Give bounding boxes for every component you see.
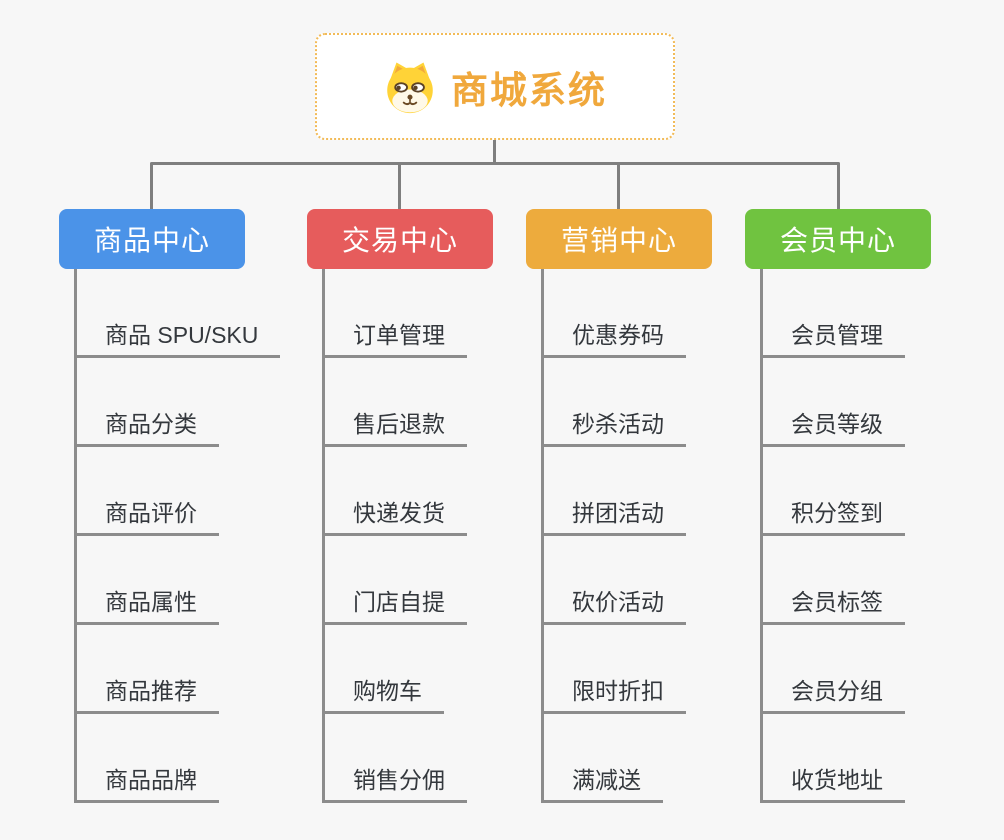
- child-node-member-group[interactable]: 会员分组: [760, 670, 905, 714]
- child-node-limited-time-discount[interactable]: 限时折扣: [541, 670, 686, 714]
- child-node-product-attribute[interactable]: 商品属性: [74, 581, 219, 625]
- child-node-product-category[interactable]: 商品分类: [74, 403, 219, 447]
- child-node-points-checkin[interactable]: 积分签到: [760, 492, 905, 536]
- child-node-coupon-code[interactable]: 优惠券码: [541, 314, 686, 358]
- child-node-group-buy[interactable]: 拼团活动: [541, 492, 686, 536]
- child-node-express-delivery[interactable]: 快递发货: [322, 492, 467, 536]
- child-node-product-brand[interactable]: 商品品牌: [74, 759, 219, 803]
- child-node-order-management[interactable]: 订单管理: [322, 314, 467, 358]
- dog-icon: [387, 62, 433, 113]
- root-node[interactable]: 商城系统: [315, 33, 675, 140]
- child-node-after-sale-refund[interactable]: 售后退款: [322, 403, 467, 447]
- branch-node-member-center[interactable]: 会员中心: [745, 209, 931, 269]
- branch-node-product-center[interactable]: 商品中心: [59, 209, 245, 269]
- child-node-product-recommend[interactable]: 商品推荐: [74, 670, 219, 714]
- branch-node-trade-center[interactable]: 交易中心: [307, 209, 493, 269]
- child-node-member-management[interactable]: 会员管理: [760, 314, 905, 358]
- branch-trunk-line: [760, 269, 763, 803]
- branch-node-marketing-center[interactable]: 营销中心: [526, 209, 712, 269]
- child-node-product-spu-sku[interactable]: 商品 SPU/SKU: [74, 314, 281, 358]
- child-node-product-review[interactable]: 商品评价: [74, 492, 219, 536]
- branch-trunk-line: [541, 269, 544, 803]
- child-node-shipping-address[interactable]: 收货地址: [760, 759, 905, 803]
- child-node-bargain-activity[interactable]: 砍价活动: [541, 581, 686, 625]
- child-node-sales-commission[interactable]: 销售分佣: [322, 759, 467, 803]
- child-node-store-pickup[interactable]: 门店自提: [322, 581, 467, 625]
- child-node-flash-sale[interactable]: 秒杀活动: [541, 403, 686, 447]
- branch-trunk-line: [74, 269, 77, 803]
- child-node-full-reduction[interactable]: 满减送: [541, 759, 663, 803]
- root-node-label: 商城系统: [451, 69, 607, 111]
- child-node-shopping-cart[interactable]: 购物车: [322, 670, 444, 714]
- branch-trunk-line: [322, 269, 325, 803]
- child-node-member-level[interactable]: 会员等级: [760, 403, 905, 447]
- child-node-member-tag[interactable]: 会员标签: [760, 581, 905, 625]
